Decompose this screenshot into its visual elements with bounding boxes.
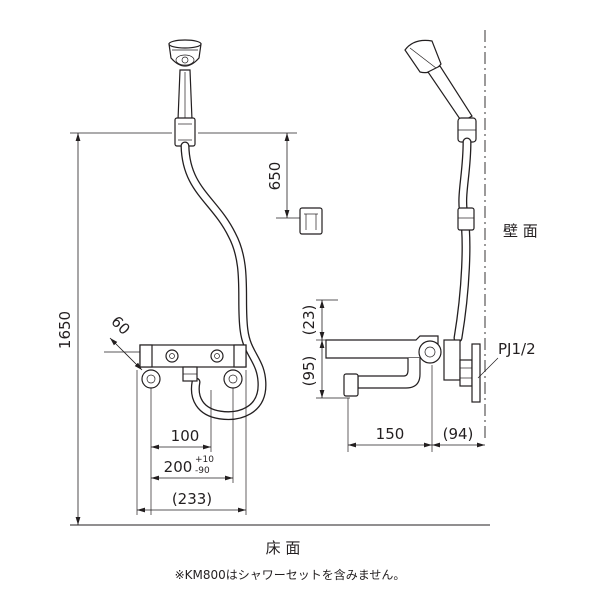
shower-handle-side <box>427 65 473 123</box>
dimension-100-label: 100 <box>171 427 200 445</box>
hose-front <box>180 141 267 421</box>
dimension-1650: 1650 <box>56 132 172 525</box>
eccentric-leg-left <box>141 369 161 389</box>
dimension-60: 60 <box>104 312 143 371</box>
shower-head-front <box>168 39 202 67</box>
dimension-650: 650 <box>198 132 300 219</box>
dimension-60-label: 60 <box>107 312 133 338</box>
wall-label: 壁 面 <box>503 222 538 240</box>
dimension-650-label: 650 <box>266 162 284 191</box>
shower-handle-front <box>177 69 193 121</box>
front-extension-lines <box>136 370 247 515</box>
eccentric-leg-right <box>223 369 243 389</box>
dimension-150: 150 <box>348 425 432 448</box>
dimension-233-label: (233) <box>172 490 212 508</box>
mixer-body-front <box>139 344 247 382</box>
pipe-thread-callout: PJ1/2 <box>477 340 536 379</box>
dimension-94-label: (94) <box>443 425 474 443</box>
spout-side <box>343 358 421 397</box>
wall-hook-side <box>457 207 475 231</box>
side-view: 壁 面 <box>300 30 538 452</box>
front-view: 1650 650 60 100 <box>56 39 323 525</box>
dimension-200: 200 +10 -90 <box>151 455 233 481</box>
floor-label: 床 面 <box>266 539 301 557</box>
dimension-94: (94) <box>432 425 485 448</box>
hose-side <box>453 137 472 343</box>
shower-holder-front <box>174 117 196 147</box>
dimension-150-label: 150 <box>376 425 405 443</box>
dimension-100: 100 <box>151 427 211 450</box>
mixer-body-side <box>325 335 481 403</box>
floor-line: 床 面 <box>70 524 490 557</box>
dimension-1650-label: 1650 <box>56 311 74 349</box>
shower-head-side <box>404 39 442 74</box>
dimension-200-label: 200 <box>164 458 193 476</box>
footnote: ※KM800はシャワーセットを含みません。 <box>175 567 406 582</box>
tolerance-minus: -90 <box>195 466 210 476</box>
dimension-95: (95) <box>300 340 325 398</box>
dimension-23: (23) <box>300 300 325 340</box>
pipe-thread-label: PJ1/2 <box>498 340 536 358</box>
wall-hook-front <box>299 207 323 235</box>
tolerance-plus: +10 <box>195 455 214 465</box>
dimension-95-label: (95) <box>300 356 318 387</box>
dimension-23-label: (23) <box>300 305 318 336</box>
dimension-233: (233) <box>137 490 246 513</box>
